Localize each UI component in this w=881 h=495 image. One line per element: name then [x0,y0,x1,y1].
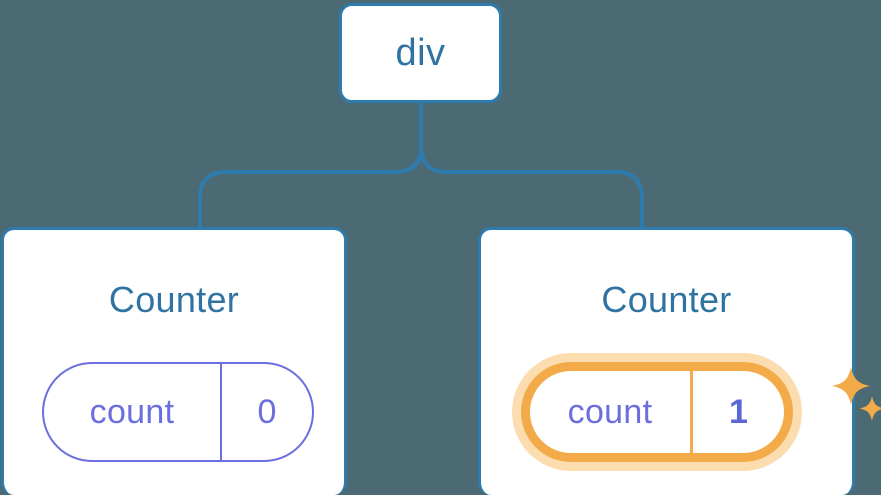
component-card-counter-left[interactable]: Counter count 0 [1,227,347,495]
component-card-counter-right[interactable]: Counter count 1 [478,227,881,495]
state-key-label: count [89,392,175,431]
connector-stem-and-branches [198,103,423,228]
root-node-div[interactable]: div [339,3,502,103]
state-key-label: count [567,392,653,431]
state-value-label: 0 [220,364,312,460]
state-pill-wrapper: count 0 [42,362,314,462]
state-pill-count-highlighted[interactable]: count 1 [521,362,881,462]
component-title: Counter [108,279,240,320]
state-pill-count[interactable]: count 0 [42,362,314,462]
connector-branch-right [419,145,644,228]
state-pill-wrapper: count 1 [521,362,881,462]
root-node-label: div [395,32,446,74]
state-value-label: 1 [690,371,784,453]
component-title: Counter [601,279,732,320]
